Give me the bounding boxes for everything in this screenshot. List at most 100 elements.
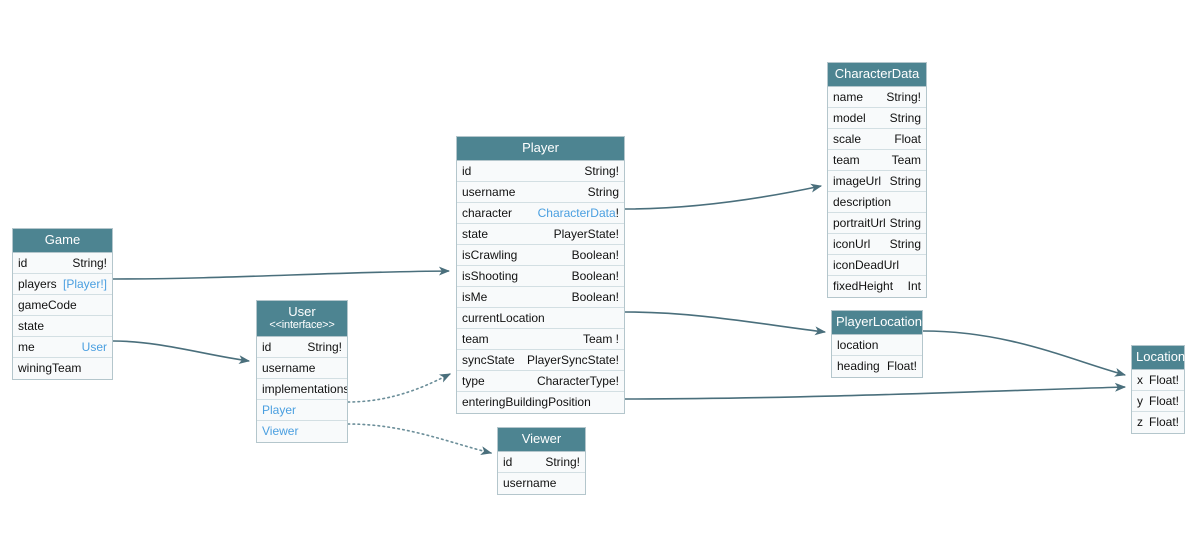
field-row-game-state[interactable]: state GameState! xyxy=(13,316,112,337)
field-name: portraitUrl xyxy=(833,216,886,230)
field-row-characterdata-imageurl[interactable]: imageUrl String xyxy=(828,171,926,192)
field-type[interactable]: [Player!] xyxy=(62,277,107,291)
entity-user-stereotype: <<interface>> xyxy=(269,319,335,331)
entity-game-title: Game xyxy=(13,229,112,253)
field-row-characterdata-team[interactable]: team Team xyxy=(828,150,926,171)
field-type: String xyxy=(889,216,921,230)
field-name: model xyxy=(833,111,866,125)
field-type-text: CharacterData xyxy=(537,206,616,220)
entity-characterdata-title: CharacterData xyxy=(828,63,926,87)
entity-location[interactable]: Location x Float! y Float! z Float! xyxy=(1131,345,1185,434)
field-name: scale xyxy=(833,132,862,146)
field-type: String! xyxy=(72,256,107,270)
field-type[interactable]: Location xyxy=(574,412,619,413)
field-name: character xyxy=(462,206,513,220)
field-name: fixedHeight xyxy=(833,279,894,293)
field-type: Team xyxy=(78,378,107,379)
field-row-user-username[interactable]: username String xyxy=(257,358,347,379)
field-row-player-currentlocation[interactable]: currentLocation PlayerLocation! xyxy=(457,308,624,329)
entity-game-name: Game xyxy=(44,232,81,247)
field-name: id xyxy=(462,164,472,178)
field-row-player-username[interactable]: username String xyxy=(457,182,624,203)
edge-player-currentlocation-to-playerlocation xyxy=(624,311,827,336)
edge-user-implements-viewer xyxy=(347,423,493,455)
field-name: isShooting xyxy=(462,269,519,283)
field-row-game-players[interactable]: players [Player!] xyxy=(13,274,112,295)
field-name: isCrawling xyxy=(462,248,518,262)
field-name: x xyxy=(1137,373,1143,387)
field-row-player-iscrawling[interactable]: isCrawling Boolean! xyxy=(457,245,624,266)
entity-user-name: User xyxy=(288,304,316,319)
field-row-characterdata-description[interactable]: description String xyxy=(828,192,926,213)
field-row-game-id[interactable]: id String! xyxy=(13,253,112,274)
entity-viewer[interactable]: Viewer id String! username String xyxy=(497,427,586,495)
field-row-user-id[interactable]: id String! xyxy=(257,337,347,358)
field-type: PlayerSyncState! xyxy=(526,353,619,367)
field-type: Float! xyxy=(1148,373,1179,387)
field-row-player-team[interactable]: team Team ! xyxy=(457,329,624,350)
field-name: gameCode xyxy=(18,298,77,312)
field-row-player-id[interactable]: id String! xyxy=(457,161,624,182)
field-name: iconDeadUrl xyxy=(833,258,900,272)
field-name: id xyxy=(503,455,513,469)
field-row-player-isme[interactable]: isMe Boolean! xyxy=(457,287,624,308)
entity-playerlocation[interactable]: PlayerLocation location Location! headin… xyxy=(831,310,923,378)
field-row-playerlocation-location[interactable]: location Location! xyxy=(832,335,922,356)
field-row-player-isshooting[interactable]: isShooting Boolean! xyxy=(457,266,624,287)
field-name: id xyxy=(262,340,272,354)
field-name: location xyxy=(837,338,879,352)
entity-characterdata-name: CharacterData xyxy=(834,66,920,81)
entity-game[interactable]: Game id String! players [Player!] gameCo… xyxy=(12,228,113,380)
entity-player[interactable]: Player id String! username String charac… xyxy=(456,136,625,414)
field-name: syncState xyxy=(462,353,515,367)
field-name: heading xyxy=(837,359,880,373)
field-name: currentLocation xyxy=(462,311,545,325)
field-row-location-y[interactable]: y Float! xyxy=(1132,391,1184,412)
implementation-item-viewer[interactable]: Viewer xyxy=(257,421,347,442)
field-row-characterdata-portraiturl[interactable]: portraitUrl String xyxy=(828,213,926,234)
field-row-game-me[interactable]: me User xyxy=(13,337,112,358)
field-type[interactable]: User xyxy=(81,340,107,354)
edge-player-character-to-characterdata xyxy=(624,183,823,210)
field-name: state xyxy=(462,227,489,241)
field-row-game-winingteam[interactable]: winingTeam Team xyxy=(13,358,112,379)
entity-user-title: User <<interface>> xyxy=(257,301,347,337)
field-row-location-z[interactable]: z Float! xyxy=(1132,412,1184,433)
entity-user[interactable]: User <<interface>> id String! username S… xyxy=(256,300,348,443)
field-name: name xyxy=(833,90,864,104)
edge-playerlocation-location-to-location xyxy=(922,330,1127,377)
field-row-viewer-id[interactable]: id String! xyxy=(498,452,585,473)
field-name: players xyxy=(18,277,57,291)
field-row-characterdata-name[interactable]: name String! xyxy=(828,87,926,108)
field-name: imageUrl xyxy=(833,174,882,188)
field-name: enteringBuildingPosition xyxy=(462,395,591,409)
field-row-location-x[interactable]: x Float! xyxy=(1132,370,1184,391)
field-type: Float! xyxy=(1148,394,1179,408)
field-name: winingTeam xyxy=(18,361,82,375)
field-row-player-type[interactable]: type CharacterType! xyxy=(457,371,624,392)
field-type[interactable]: CharacterData! xyxy=(538,203,619,223)
field-type: Boolean! xyxy=(571,269,619,283)
field-type: Team xyxy=(891,153,921,167)
field-row-playerlocation-heading[interactable]: heading Float! xyxy=(832,356,922,377)
entity-characterdata[interactable]: CharacterData name String! model String … xyxy=(827,62,927,298)
field-row-player-syncstate[interactable]: syncState PlayerSyncState! xyxy=(457,350,624,371)
field-row-player-character[interactable]: character CharacterData! xyxy=(457,203,624,224)
field-row-player-enteringbuildingposition[interactable]: enteringBuildingPosition Location xyxy=(457,392,624,413)
field-row-characterdata-fixedheight[interactable]: fixedHeight Int xyxy=(828,276,926,297)
field-type: String xyxy=(889,237,921,251)
field-row-characterdata-model[interactable]: model String xyxy=(828,108,926,129)
field-row-characterdata-iconurl[interactable]: iconUrl String xyxy=(828,234,926,255)
field-row-game-gamecode[interactable]: gameCode String! xyxy=(13,295,112,316)
field-row-viewer-username[interactable]: username String xyxy=(498,473,585,494)
field-row-player-state[interactable]: state PlayerState! xyxy=(457,224,624,245)
field-row-characterdata-icondeadurl[interactable]: iconDeadUrl String xyxy=(828,255,926,276)
implementation-item-player[interactable]: Player xyxy=(257,400,347,421)
entity-playerlocation-name: PlayerLocation xyxy=(836,314,922,329)
field-row-characterdata-scale[interactable]: scale Float xyxy=(828,129,926,150)
edge-user-implements-player xyxy=(347,373,452,403)
edge-player-enteringbuildingposition-to-location xyxy=(624,382,1127,400)
edge-game-players-to-player xyxy=(112,266,451,280)
field-type: Float xyxy=(894,132,921,146)
